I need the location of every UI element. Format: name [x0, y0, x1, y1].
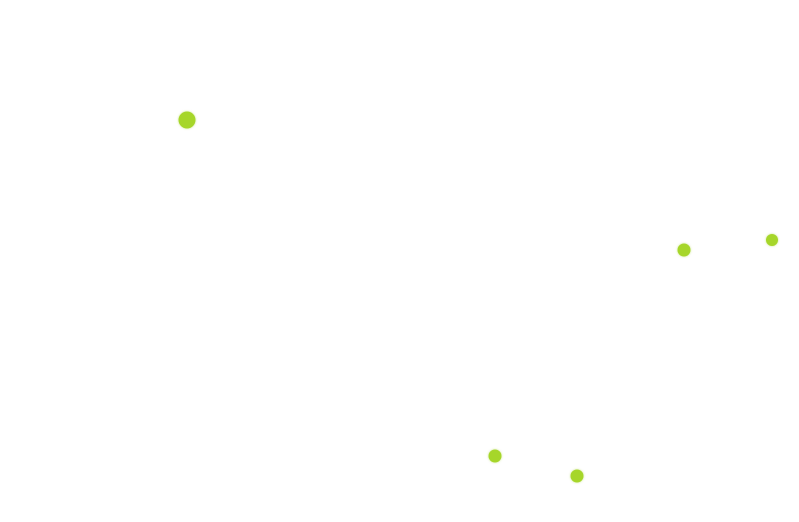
green-dot-2	[677, 243, 691, 257]
green-dot-4	[488, 449, 502, 463]
green-dot-3	[766, 234, 778, 246]
green-dot-1	[178, 111, 196, 129]
green-dot-5	[570, 469, 584, 483]
